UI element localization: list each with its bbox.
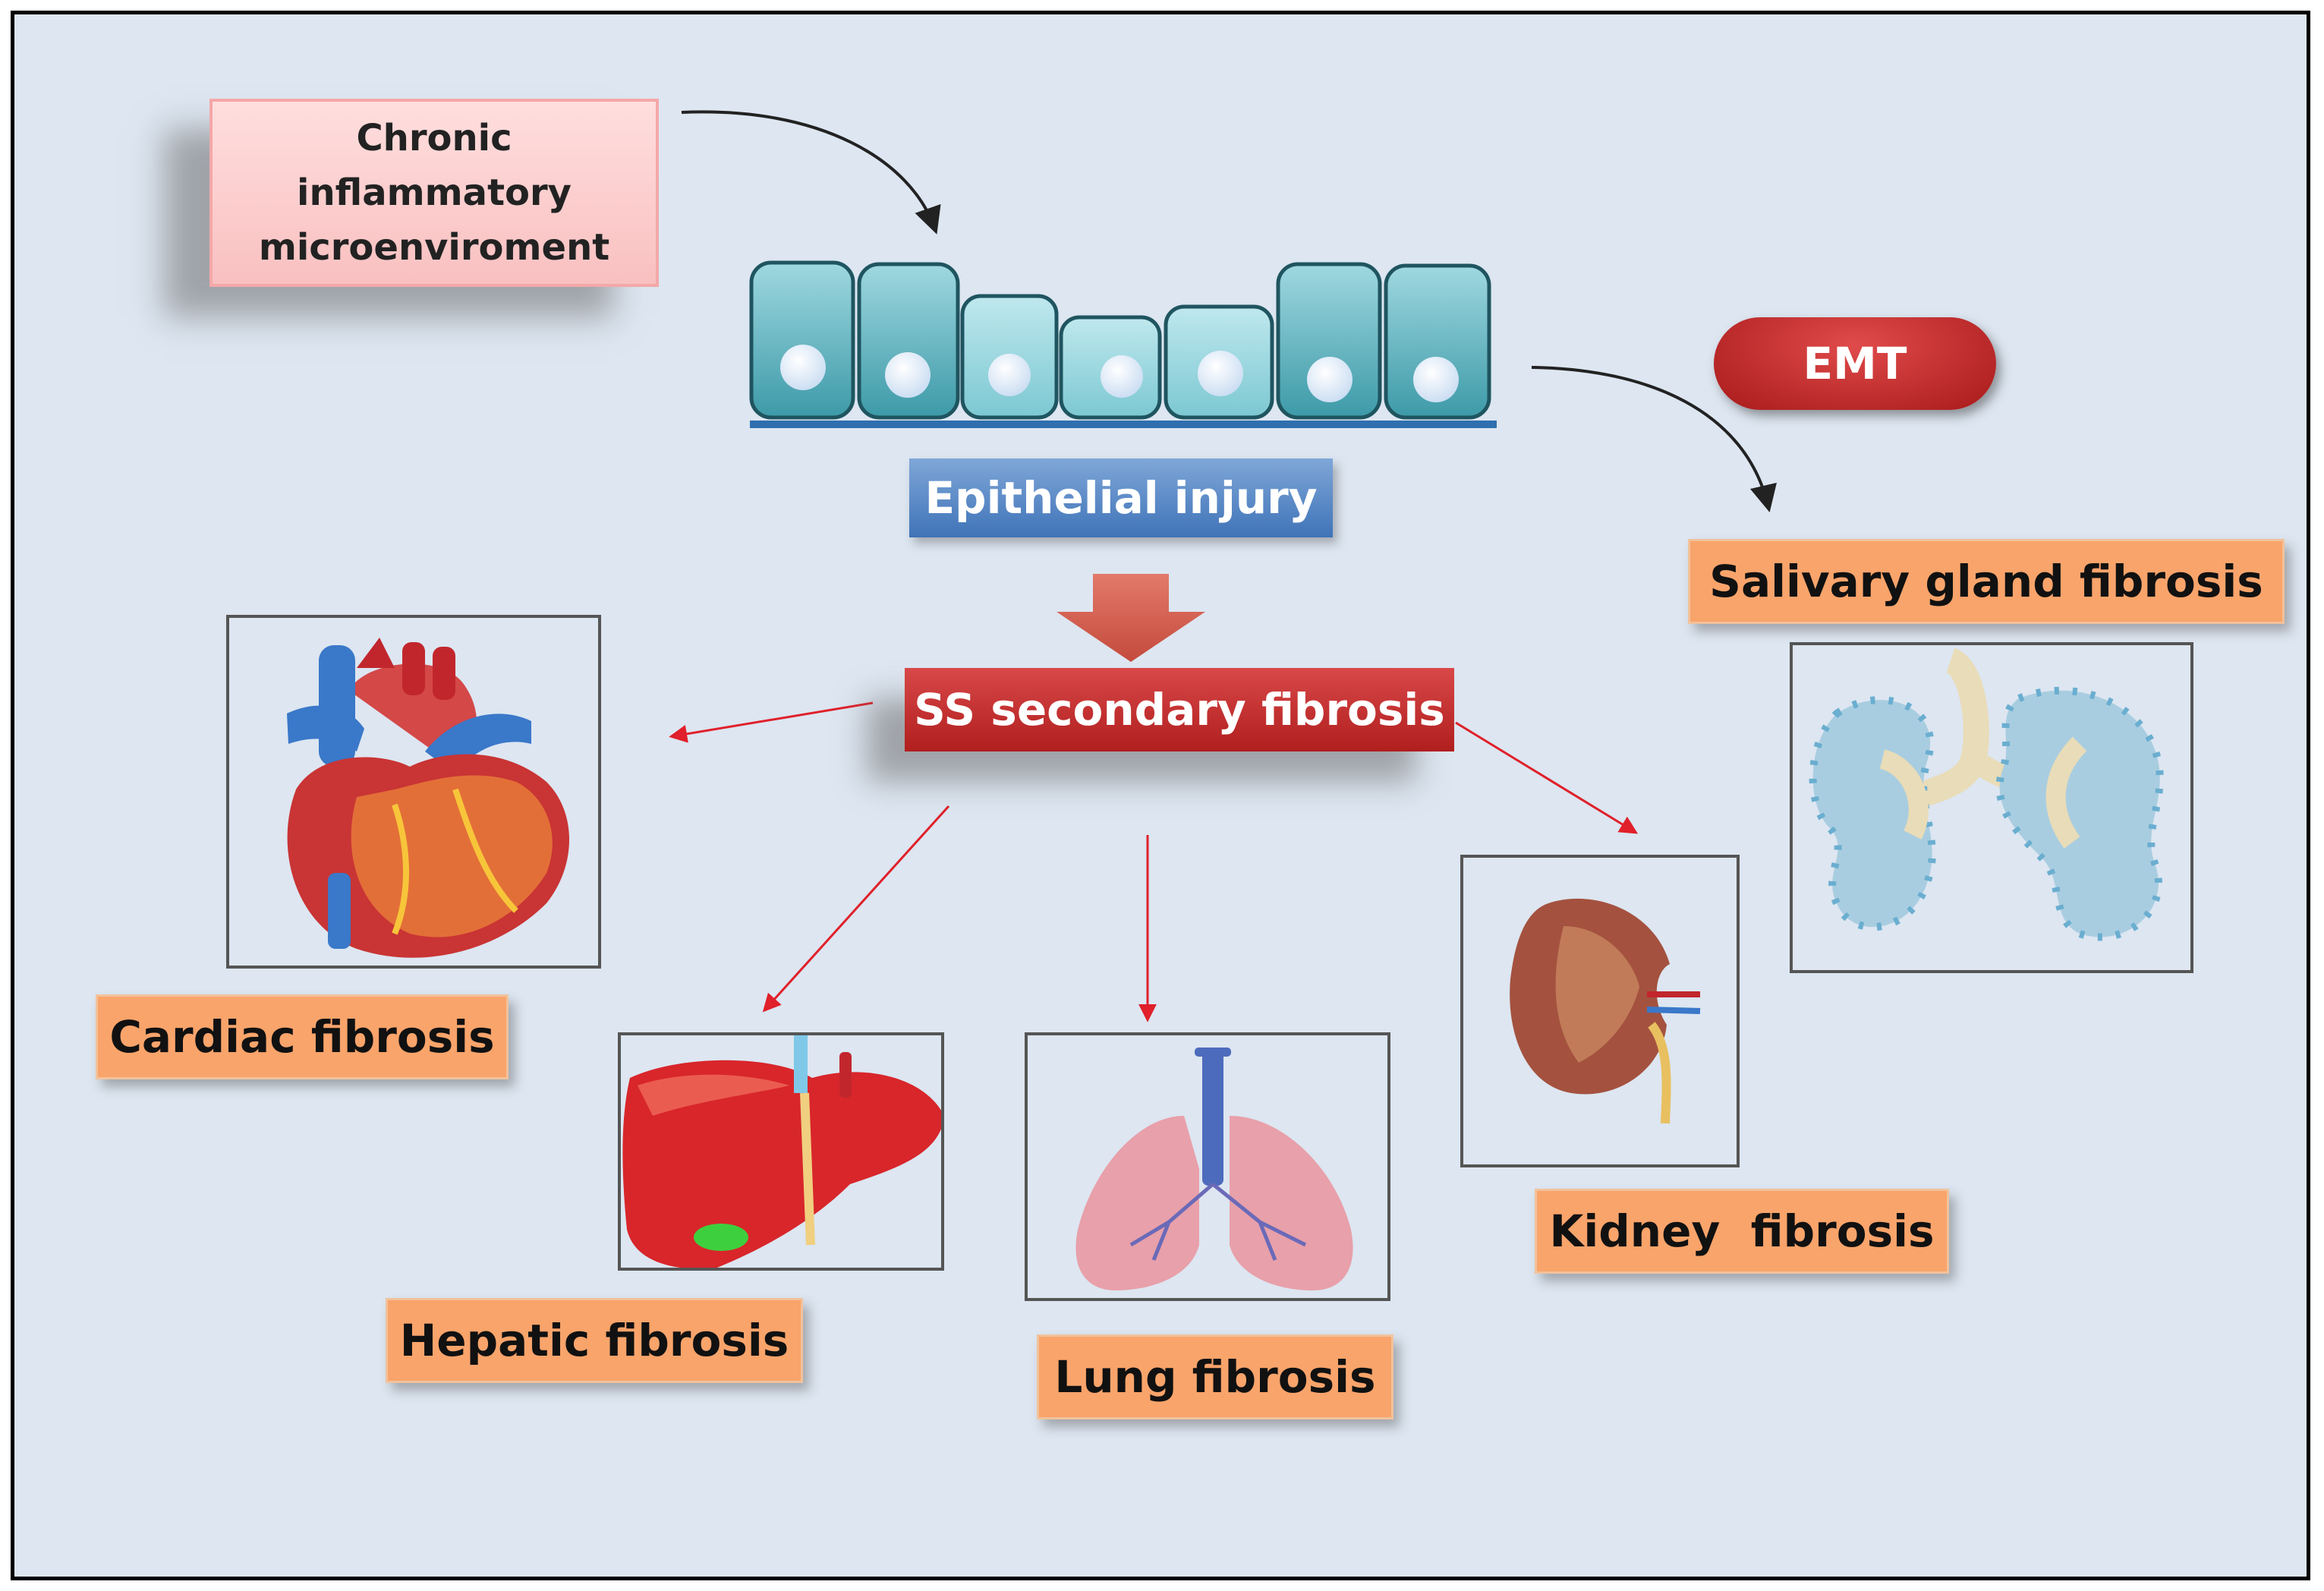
hepatic-fibrosis-label: Hepatic fibrosis: [386, 1298, 803, 1383]
salivary-image-frame: [1790, 642, 2193, 973]
kidney-fibrosis-label: Kidney fibrosis: [1535, 1189, 1949, 1274]
lung-image-frame: [1025, 1032, 1390, 1301]
arrow-to-cardiac: [669, 701, 874, 743]
down-arrow-icon: [1057, 574, 1205, 662]
epithelial-injury-label: Epithelial injury: [909, 458, 1333, 537]
arrow-chronic-to-epithelium: [681, 110, 941, 235]
cardiac-image-frame: [226, 615, 601, 969]
heart-icon: [287, 638, 569, 958]
arrow-to-hepatic: [762, 805, 950, 1013]
arrow-to-kidney: [1455, 721, 1639, 834]
chronic-line-3: microenviroment: [258, 226, 610, 269]
hepatic-image-frame: [618, 1032, 944, 1271]
kidney-icon: [1510, 898, 1701, 1124]
emt-label: EMT: [1714, 317, 1996, 410]
lung-fibrosis-label: Lung fibrosis: [1037, 1334, 1393, 1419]
ss-secondary-fibrosis-label: SS secondary fibrosis: [905, 668, 1454, 751]
chronic-inflammatory-box: Chronic inflammatory microenviroment: [209, 99, 659, 287]
arrow-epithelium-to-salivary: [1531, 366, 1777, 513]
lungs-icon: [1075, 1048, 1353, 1290]
chronic-line-1: Chronic: [356, 117, 512, 159]
salivary-gland-fibrosis-label: Salivary gland fibrosis: [1688, 539, 2285, 624]
salivary-gland-icon: [1809, 647, 2164, 941]
kidney-image-frame: [1460, 855, 1740, 1167]
liver-icon: [622, 1032, 944, 1270]
epithelial-cell-layer-icon: [749, 260, 1497, 428]
cardiac-fibrosis-label: Cardiac fibrosis: [96, 994, 509, 1079]
chronic-line-2: inflammatory: [297, 172, 572, 214]
